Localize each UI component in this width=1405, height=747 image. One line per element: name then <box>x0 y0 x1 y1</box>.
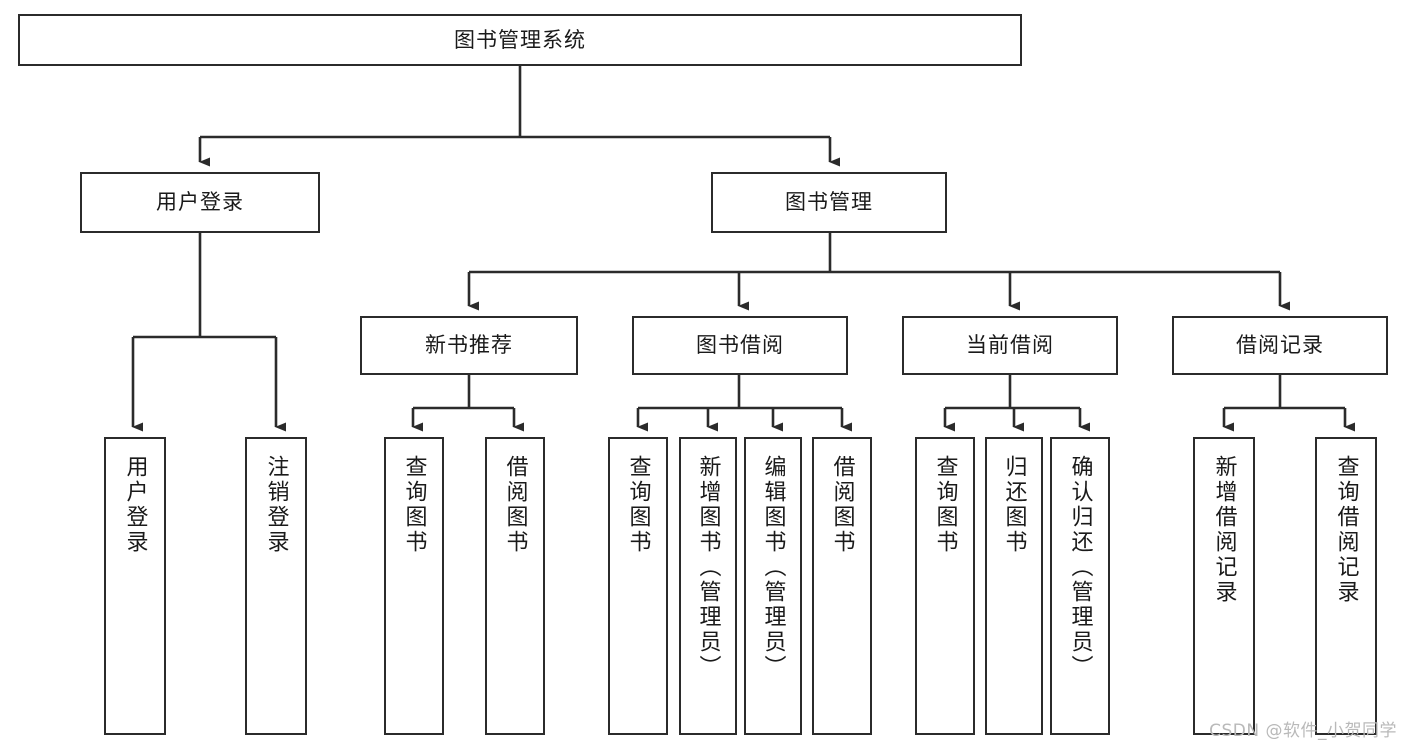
node-book-management[interactable]: 图书管理 <box>711 172 947 233</box>
node-label: 新书推荐 <box>425 333 513 358</box>
watermark: CSDN @软件_小贺同学 <box>1209 721 1397 741</box>
node-borrow-record[interactable]: 借阅记录 <box>1172 316 1388 375</box>
leaf-book-borrow-edit-admin[interactable]: 编辑图书（管理员） <box>744 437 802 735</box>
leaf-book-borrow-add-admin[interactable]: 新增图书（管理员） <box>679 437 737 735</box>
node-label: 当前借阅 <box>966 333 1054 358</box>
leaf-borrow-record-add[interactable]: 新增借阅记录 <box>1193 437 1255 735</box>
leaf-new-book-query[interactable]: 查询图书 <box>384 437 444 735</box>
node-current-borrow[interactable]: 当前借阅 <box>902 316 1118 375</box>
node-label: 用户登录 <box>156 190 244 215</box>
node-label: 图书借阅 <box>696 333 784 358</box>
node-new-book-recommend[interactable]: 新书推荐 <box>360 316 578 375</box>
node-label: 查询图书 <box>401 455 427 555</box>
leaf-current-borrow-return[interactable]: 归还图书 <box>985 437 1043 735</box>
node-user-login[interactable]: 用户登录 <box>80 172 320 233</box>
leaf-current-borrow-confirm-admin[interactable]: 确认归还（管理员） <box>1050 437 1110 735</box>
node-label: 图书管理系统 <box>454 27 586 52</box>
node-label: 注销登录 <box>263 455 289 555</box>
node-label: 查询图书 <box>932 455 958 555</box>
leaf-current-borrow-query[interactable]: 查询图书 <box>915 437 975 735</box>
node-label: 图书管理 <box>785 190 873 215</box>
leaf-user-login-logout[interactable]: 注销登录 <box>245 437 307 735</box>
leaf-borrow-record-query[interactable]: 查询借阅记录 <box>1315 437 1377 735</box>
node-label: 用户登录 <box>122 455 148 555</box>
node-label: 借阅图书 <box>502 455 528 555</box>
node-label: 归还图书 <box>1001 455 1027 555</box>
leaf-book-borrow-query[interactable]: 查询图书 <box>608 437 668 735</box>
node-label: 新增借阅记录 <box>1211 455 1237 605</box>
node-label: 编辑图书（管理员） <box>760 455 786 680</box>
node-book-borrow[interactable]: 图书借阅 <box>632 316 848 375</box>
leaf-book-borrow-borrow[interactable]: 借阅图书 <box>812 437 872 735</box>
node-label: 查询图书 <box>625 455 651 555</box>
node-label: 借阅图书 <box>829 455 855 555</box>
leaf-user-login-login[interactable]: 用户登录 <box>104 437 166 735</box>
node-label: 新增图书（管理员） <box>695 455 721 680</box>
leaf-new-book-borrow[interactable]: 借阅图书 <box>485 437 545 735</box>
node-label: 查询借阅记录 <box>1333 455 1359 605</box>
node-root-library-system[interactable]: 图书管理系统 <box>18 14 1022 66</box>
node-label: 确认归还（管理员） <box>1067 455 1093 680</box>
node-label: 借阅记录 <box>1236 333 1324 358</box>
